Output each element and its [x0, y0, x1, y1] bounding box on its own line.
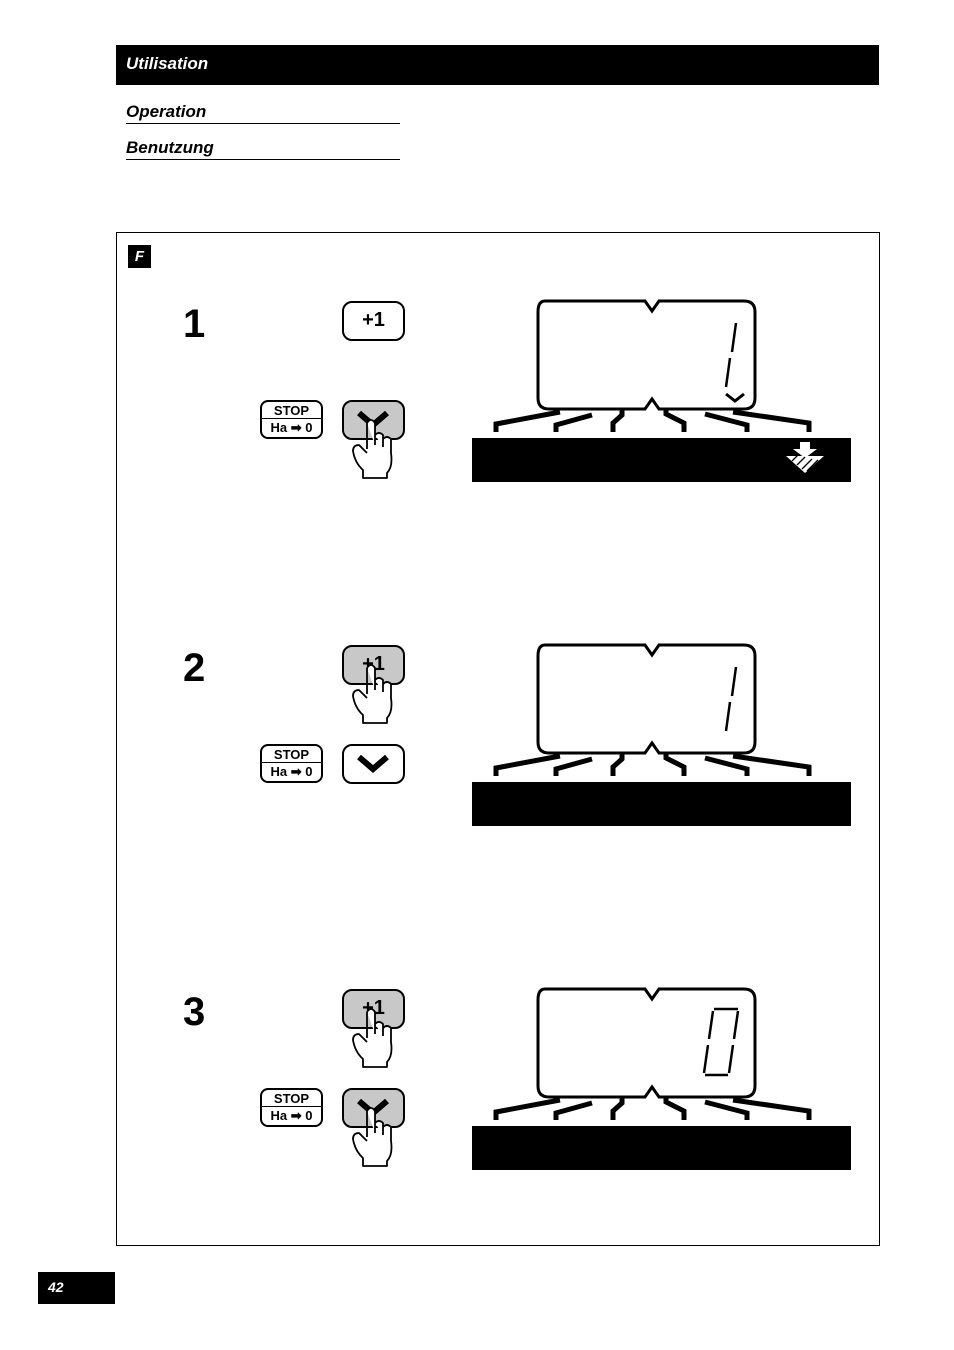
seven-segment-digit-0: [702, 1007, 740, 1077]
pointing-hand-icon: [352, 664, 393, 724]
down-indicator-icon: [725, 392, 745, 403]
stop-ha-reset-button[interactable]: STOP Ha ➡ 0: [260, 1088, 323, 1127]
lcd-display-2: [472, 643, 851, 826]
boom-nozzles-icon: [493, 408, 812, 432]
ha-reset-label: Ha ➡ 0: [270, 764, 313, 779]
pointing-hand-icon: [352, 1107, 393, 1167]
chevron-down-icon: [357, 754, 389, 773]
seven-segment-digit-1: [724, 666, 738, 732]
header-bar: Utilisation: [116, 45, 879, 85]
boom-nozzles-icon: [493, 752, 812, 776]
spreading-icon: [786, 442, 824, 473]
ha-reset-label: Ha ➡ 0: [270, 1108, 313, 1123]
language-label: F: [128, 245, 151, 268]
field-bar: [472, 438, 851, 482]
illustration-frame: [116, 232, 880, 1246]
boom-nozzles-icon: [493, 1096, 812, 1120]
stop-ha-reset-button[interactable]: STOP Ha ➡ 0: [260, 400, 323, 439]
pointing-hand-icon: [352, 1008, 393, 1068]
down-button[interactable]: [342, 744, 405, 784]
stop-ha-reset-button[interactable]: STOP Ha ➡ 0: [260, 744, 323, 783]
ha-reset-label: Ha ➡ 0: [270, 420, 313, 435]
pointing-hand-icon: [352, 419, 393, 479]
header-title: Utilisation: [126, 54, 209, 73]
subheading-operation: Operation: [126, 101, 400, 124]
subheading-benutzung: Benutzung: [126, 137, 400, 160]
step-number-2: 2: [183, 646, 206, 690]
stop-label: STOP: [262, 402, 321, 419]
field-bar: [472, 1126, 851, 1170]
step-number-3: 3: [183, 990, 206, 1034]
field-bar: [472, 782, 851, 826]
step-number-1: 1: [183, 302, 206, 346]
stop-label: STOP: [262, 1090, 321, 1107]
stop-label: STOP: [262, 746, 321, 763]
page-number: 42: [38, 1272, 115, 1304]
plus-one-button[interactable]: +1: [342, 301, 405, 341]
lcd-display-1: [472, 299, 851, 482]
lcd-display-3: [472, 987, 851, 1170]
plus-one-button[interactable]: +1: [342, 989, 405, 1029]
seven-segment-digit-1: [724, 322, 738, 388]
